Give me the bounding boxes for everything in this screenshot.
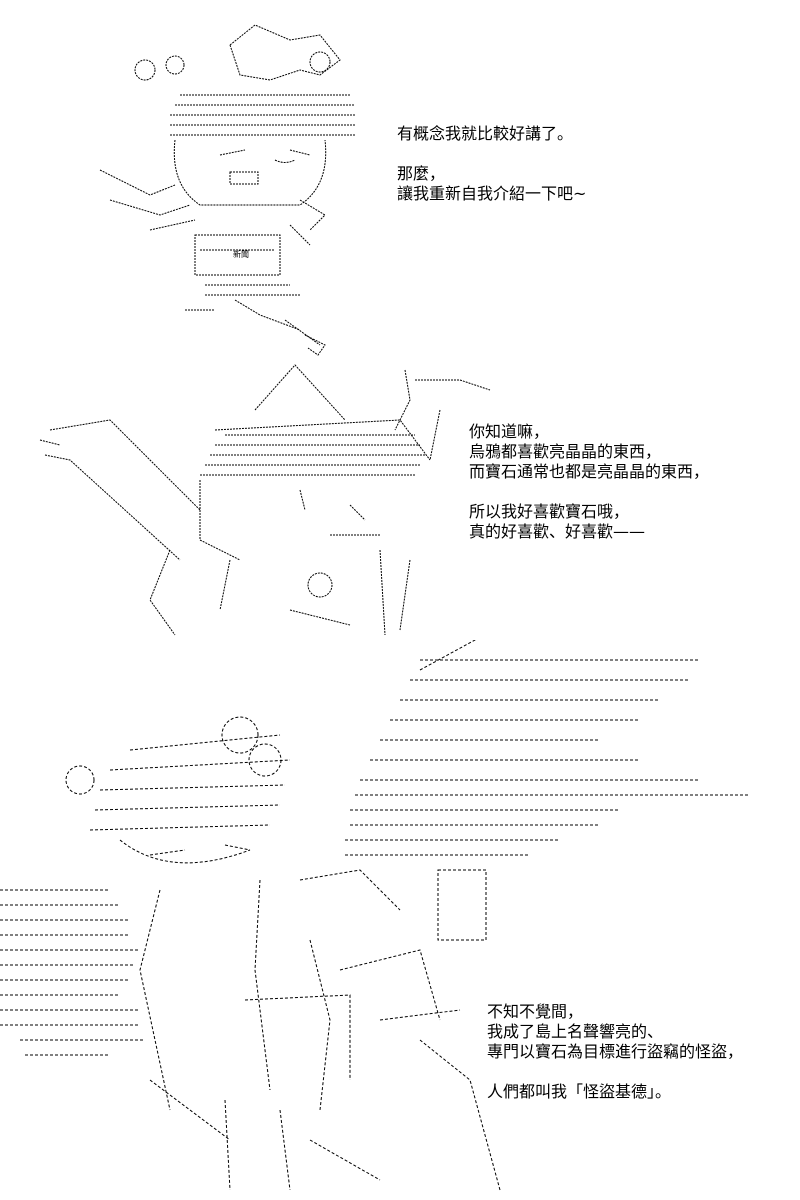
dialog-line: 所以我好喜歡寶石哦，	[469, 502, 630, 521]
dialog-line: 烏鴉都喜歡亮晶晶的東西，	[469, 442, 662, 461]
dialog-line: 你知道嘛，	[469, 422, 550, 441]
dialog-line: 有概念我就比較好講了。	[397, 124, 574, 143]
dialog-line: 而寶石通常也都是亮晶晶的東西，	[469, 462, 710, 481]
dialog-line: 專門以寶石為目標進行盜竊的怪盜，	[487, 1042, 744, 1061]
dialog-line: 真的好喜歡、好喜歡——	[469, 522, 646, 541]
dialog-line: 那麼，	[397, 164, 446, 183]
panel-2: 你知道嘛， 烏鴉都喜歡亮晶晶的東西， 而寶石通常也都是亮晶晶的東西， 所以我好喜…	[0, 360, 800, 640]
dialog-line: 讓我重新自我介紹一下吧~	[397, 184, 587, 203]
dialog-box-3: 不知不覺間， 我成了島上名聲響亮的、 專門以寶石為目標進行盜竊的怪盜， 人們都叫…	[487, 1002, 743, 1102]
dialog-line: 我成了島上名聲響亮的、	[487, 1022, 664, 1041]
ascii-art-winged-thief	[0, 640, 750, 1191]
panel-3: 不知不覺間， 我成了島上名聲響亮的、 專門以寶石為目標進行盜竊的怪盜， 人們都叫…	[0, 640, 800, 1200]
ascii-art-girl-with-newspaper: 新聞	[99, 24, 355, 356]
newspaper-label: 新聞	[233, 249, 249, 259]
dialog-box-1: 有概念我就比較好講了。 那麼， 讓我重新自我介紹一下吧~	[397, 124, 586, 204]
line-gap	[469, 482, 709, 502]
line-gap	[487, 1062, 743, 1082]
line-gap	[397, 144, 586, 164]
dialog-line: 不知不覺間，	[487, 1002, 584, 1021]
panel-1: 新聞 有概念我就比較好講了。 那麼， 讓我重新自我介紹一下吧~	[0, 0, 800, 360]
dialog-line: 人們都叫我「怪盜基德」。	[487, 1082, 672, 1101]
dialog-box-2: 你知道嘛， 烏鴉都喜歡亮晶晶的東西， 而寶石通常也都是亮晶晶的東西， 所以我好喜…	[469, 422, 709, 542]
ascii-art-girl-pointing	[39, 364, 491, 636]
